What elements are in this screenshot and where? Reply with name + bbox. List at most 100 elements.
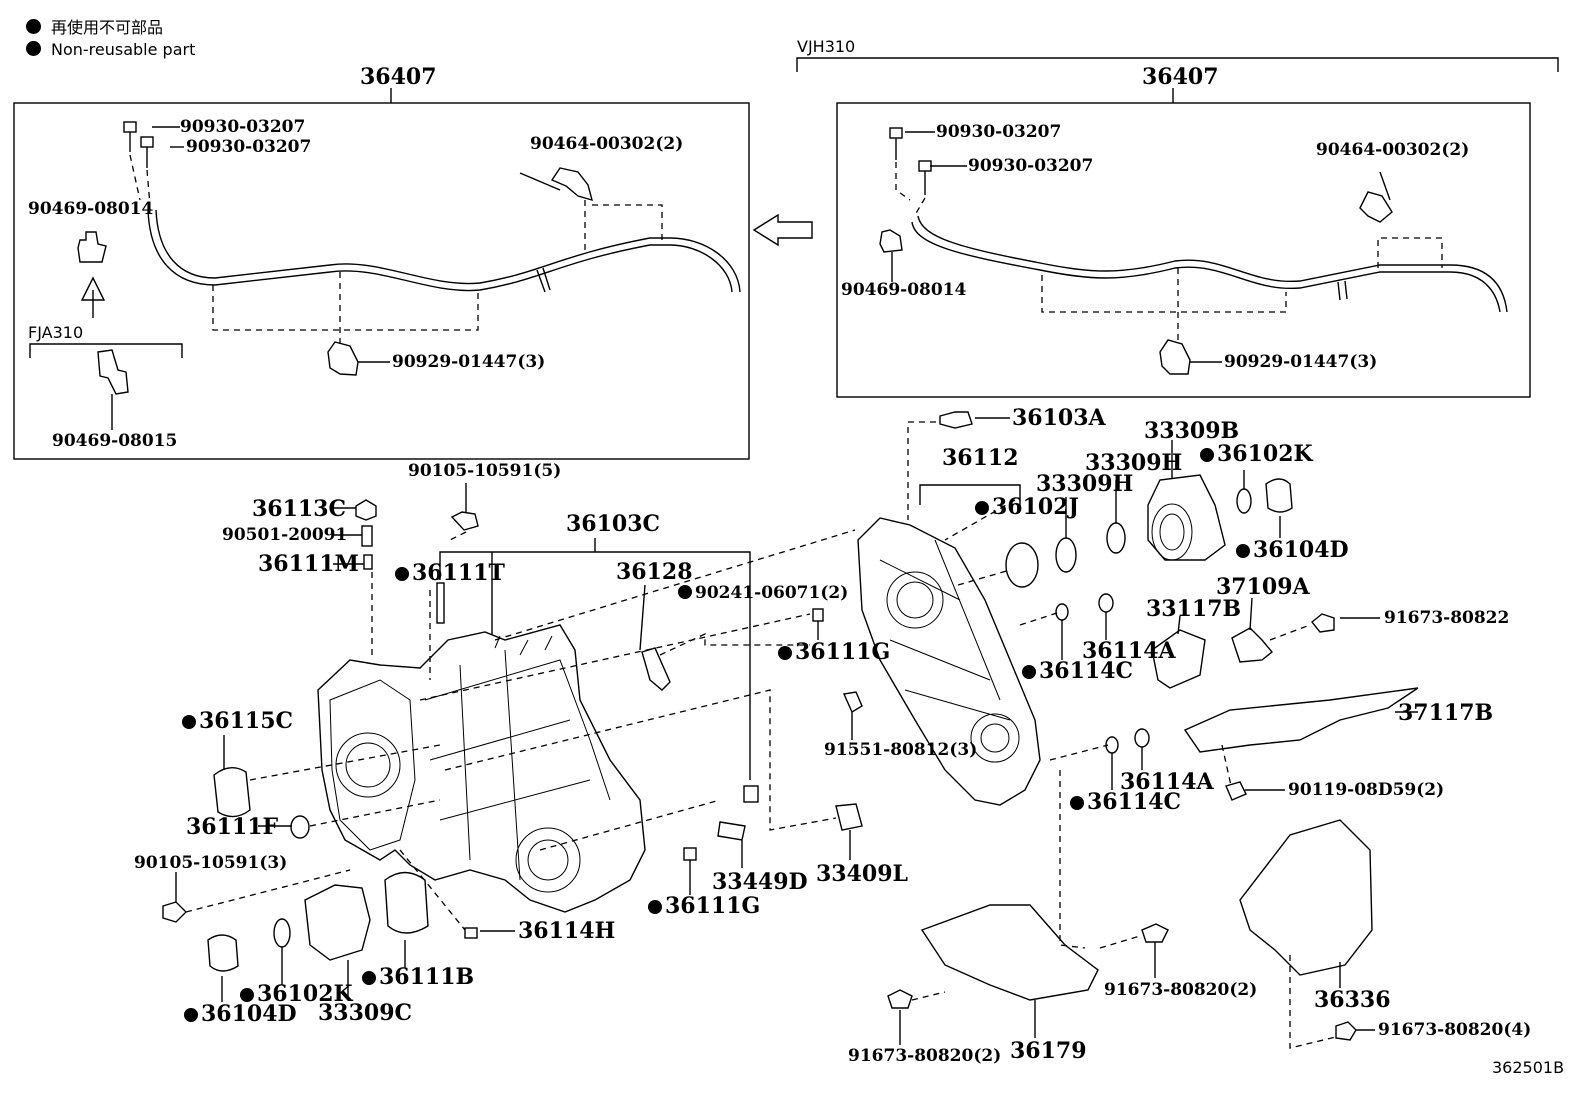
part-label[interactable]: 90105-10591(5)	[408, 461, 562, 481]
part-label[interactable]: 36336	[1314, 987, 1391, 1013]
part-label[interactable]: 33309H	[1036, 471, 1134, 497]
part-label[interactable]: 90469-08015	[52, 431, 178, 451]
part-label-non-reusable[interactable]: 36111B	[362, 966, 474, 988]
part-label[interactable]: 33409L	[816, 861, 909, 887]
part-label[interactable]: 90464-00302(2)	[530, 134, 684, 154]
part-label[interactable]: 90930-03207	[180, 117, 306, 137]
fja310-bracket	[29, 343, 183, 358]
vjh310-bracket	[796, 57, 1559, 72]
part-label[interactable]: 36103C	[566, 511, 661, 537]
protector-36336-icon	[1239, 819, 1373, 976]
part-label[interactable]: 36111F	[186, 814, 279, 840]
non-reusable-dot-icon	[648, 900, 662, 914]
part-label[interactable]: 91673-80820(2)	[1104, 980, 1258, 1000]
part-label[interactable]: 36114A	[1082, 638, 1176, 664]
plug-36104d-icon	[207, 934, 239, 972]
variant-label-fja310: FJA310	[28, 323, 84, 342]
clip-90469-08014-icon	[77, 231, 107, 263]
part-label-non-reusable[interactable]: 36104D	[184, 1003, 297, 1025]
part-label[interactable]: 90469-08014	[841, 280, 967, 300]
part-label[interactable]: 90105-10591(3)	[134, 853, 288, 873]
part-label-text: 36111G	[665, 893, 761, 919]
part-label[interactable]: 90930-03207	[968, 156, 1094, 176]
part-label[interactable]: 37109A	[1216, 574, 1310, 600]
part-label-text: 90241-06071(2)	[695, 583, 849, 603]
part-label-non-reusable[interactable]: 36102J	[975, 496, 1079, 518]
part-label[interactable]: 90930-03207	[936, 122, 1062, 142]
non-reusable-dot-icon	[975, 501, 989, 515]
left-wire-harness	[77, 121, 741, 430]
part-label[interactable]: 36113C	[252, 496, 347, 522]
part-label[interactable]: 90929-01447(3)	[392, 352, 546, 372]
part-label[interactable]: 36111M	[258, 551, 359, 577]
non-reusable-dot-icon	[778, 646, 792, 660]
part-label-text: 36104D	[201, 1001, 297, 1027]
part-label-non-reusable[interactable]: 36102K	[1200, 443, 1313, 465]
bolt-36103a-icon	[939, 411, 973, 429]
nut-36113c-icon	[355, 499, 377, 521]
clip-90929-icon	[1159, 339, 1191, 375]
part-label[interactable]: 36407	[360, 64, 437, 90]
ring-33309h-icon	[1055, 537, 1077, 573]
part-label[interactable]: 91673-80820(4)	[1378, 1020, 1532, 1040]
part-label-text: 36114C	[1087, 789, 1182, 815]
part-label[interactable]: 36128	[616, 559, 693, 585]
part-label[interactable]: 90501-20091	[222, 525, 348, 545]
plug-36111f-icon	[290, 815, 310, 839]
seal-36102j-icon	[1005, 542, 1039, 588]
right-harness-box	[836, 102, 1531, 398]
part-label-non-reusable[interactable]: 36114C	[1022, 660, 1133, 682]
part-label[interactable]: 33309H	[1085, 450, 1183, 476]
right-wire-harness	[879, 127, 1508, 375]
legend-item-jp: 再使用不可部品	[26, 14, 163, 38]
clip-90469-icon	[879, 229, 903, 253]
non-reusable-dot-icon	[395, 567, 409, 581]
seal-36115c-icon	[213, 767, 251, 818]
non-reusable-dot-icon	[240, 988, 254, 1002]
part-label-non-reusable[interactable]: 36111T	[395, 562, 505, 584]
non-reusable-dot-icon	[678, 585, 692, 599]
part-label[interactable]: 90930-03207	[186, 137, 312, 157]
non-reusable-dot-icon	[1200, 448, 1214, 462]
plug-36104d-icon	[1265, 478, 1293, 513]
legend-text-jp: 再使用不可部品	[51, 18, 164, 37]
part-label-non-reusable[interactable]: 36102K	[240, 983, 353, 1005]
up-arrow-icon	[80, 276, 106, 318]
part-label[interactable]: 91673-80822	[1384, 608, 1510, 628]
legend-text-en: Non-reusable part	[51, 40, 196, 59]
part-label[interactable]: 33117B	[1146, 596, 1242, 622]
oring-36102k-icon	[273, 918, 291, 948]
part-label-non-reusable[interactable]: 36111G	[648, 895, 760, 917]
assembly-dashed-lines	[185, 421, 1341, 1049]
part-label[interactable]: 36103A	[1012, 405, 1106, 431]
part-label[interactable]: 36179	[1010, 1038, 1087, 1064]
part-label[interactable]: 90464-00302(2)	[1316, 140, 1470, 160]
clip-90464-icon	[550, 167, 593, 202]
non-reusable-dot-icon	[1022, 665, 1036, 679]
left-arrow-icon	[752, 213, 813, 247]
part-label[interactable]: 33449D	[712, 869, 808, 895]
part-label[interactable]: 90929-01447(3)	[1224, 352, 1378, 372]
part-label[interactable]: 33309C	[318, 1000, 413, 1026]
part-label-non-reusable[interactable]: 36111G	[778, 641, 890, 663]
part-label[interactable]: 91673-80820(2)	[848, 1046, 1002, 1066]
part-label[interactable]: 33309B	[1144, 418, 1240, 444]
part-label-non-reusable[interactable]: 36115C	[182, 710, 293, 732]
part-label[interactable]: 90119-08D59(2)	[1288, 780, 1445, 800]
protector-33117b-icon	[1151, 629, 1206, 689]
part-label[interactable]: 36112	[942, 445, 1019, 471]
part-label-text: 36111G	[795, 639, 891, 665]
part-label-text: 36102K	[257, 981, 353, 1007]
legend-item-en: Non-reusable part	[26, 40, 195, 59]
part-label-non-reusable[interactable]: 36114C	[1070, 791, 1181, 813]
part-label[interactable]: 36114H	[518, 918, 616, 944]
part-label[interactable]: 91551-80812(3)	[824, 740, 978, 760]
part-label[interactable]: 90469-08014	[28, 199, 154, 219]
clip-90929-icon	[327, 341, 359, 376]
part-label-non-reusable[interactable]: 36104D	[1236, 539, 1349, 561]
part-label[interactable]: 36407	[1142, 64, 1219, 90]
part-label-non-reusable[interactable]: 90241-06071(2)	[678, 585, 848, 602]
non-reusable-dot-icon	[26, 41, 41, 56]
part-label[interactable]: 36114A	[1120, 769, 1214, 795]
part-label[interactable]: 37117B	[1398, 700, 1494, 726]
